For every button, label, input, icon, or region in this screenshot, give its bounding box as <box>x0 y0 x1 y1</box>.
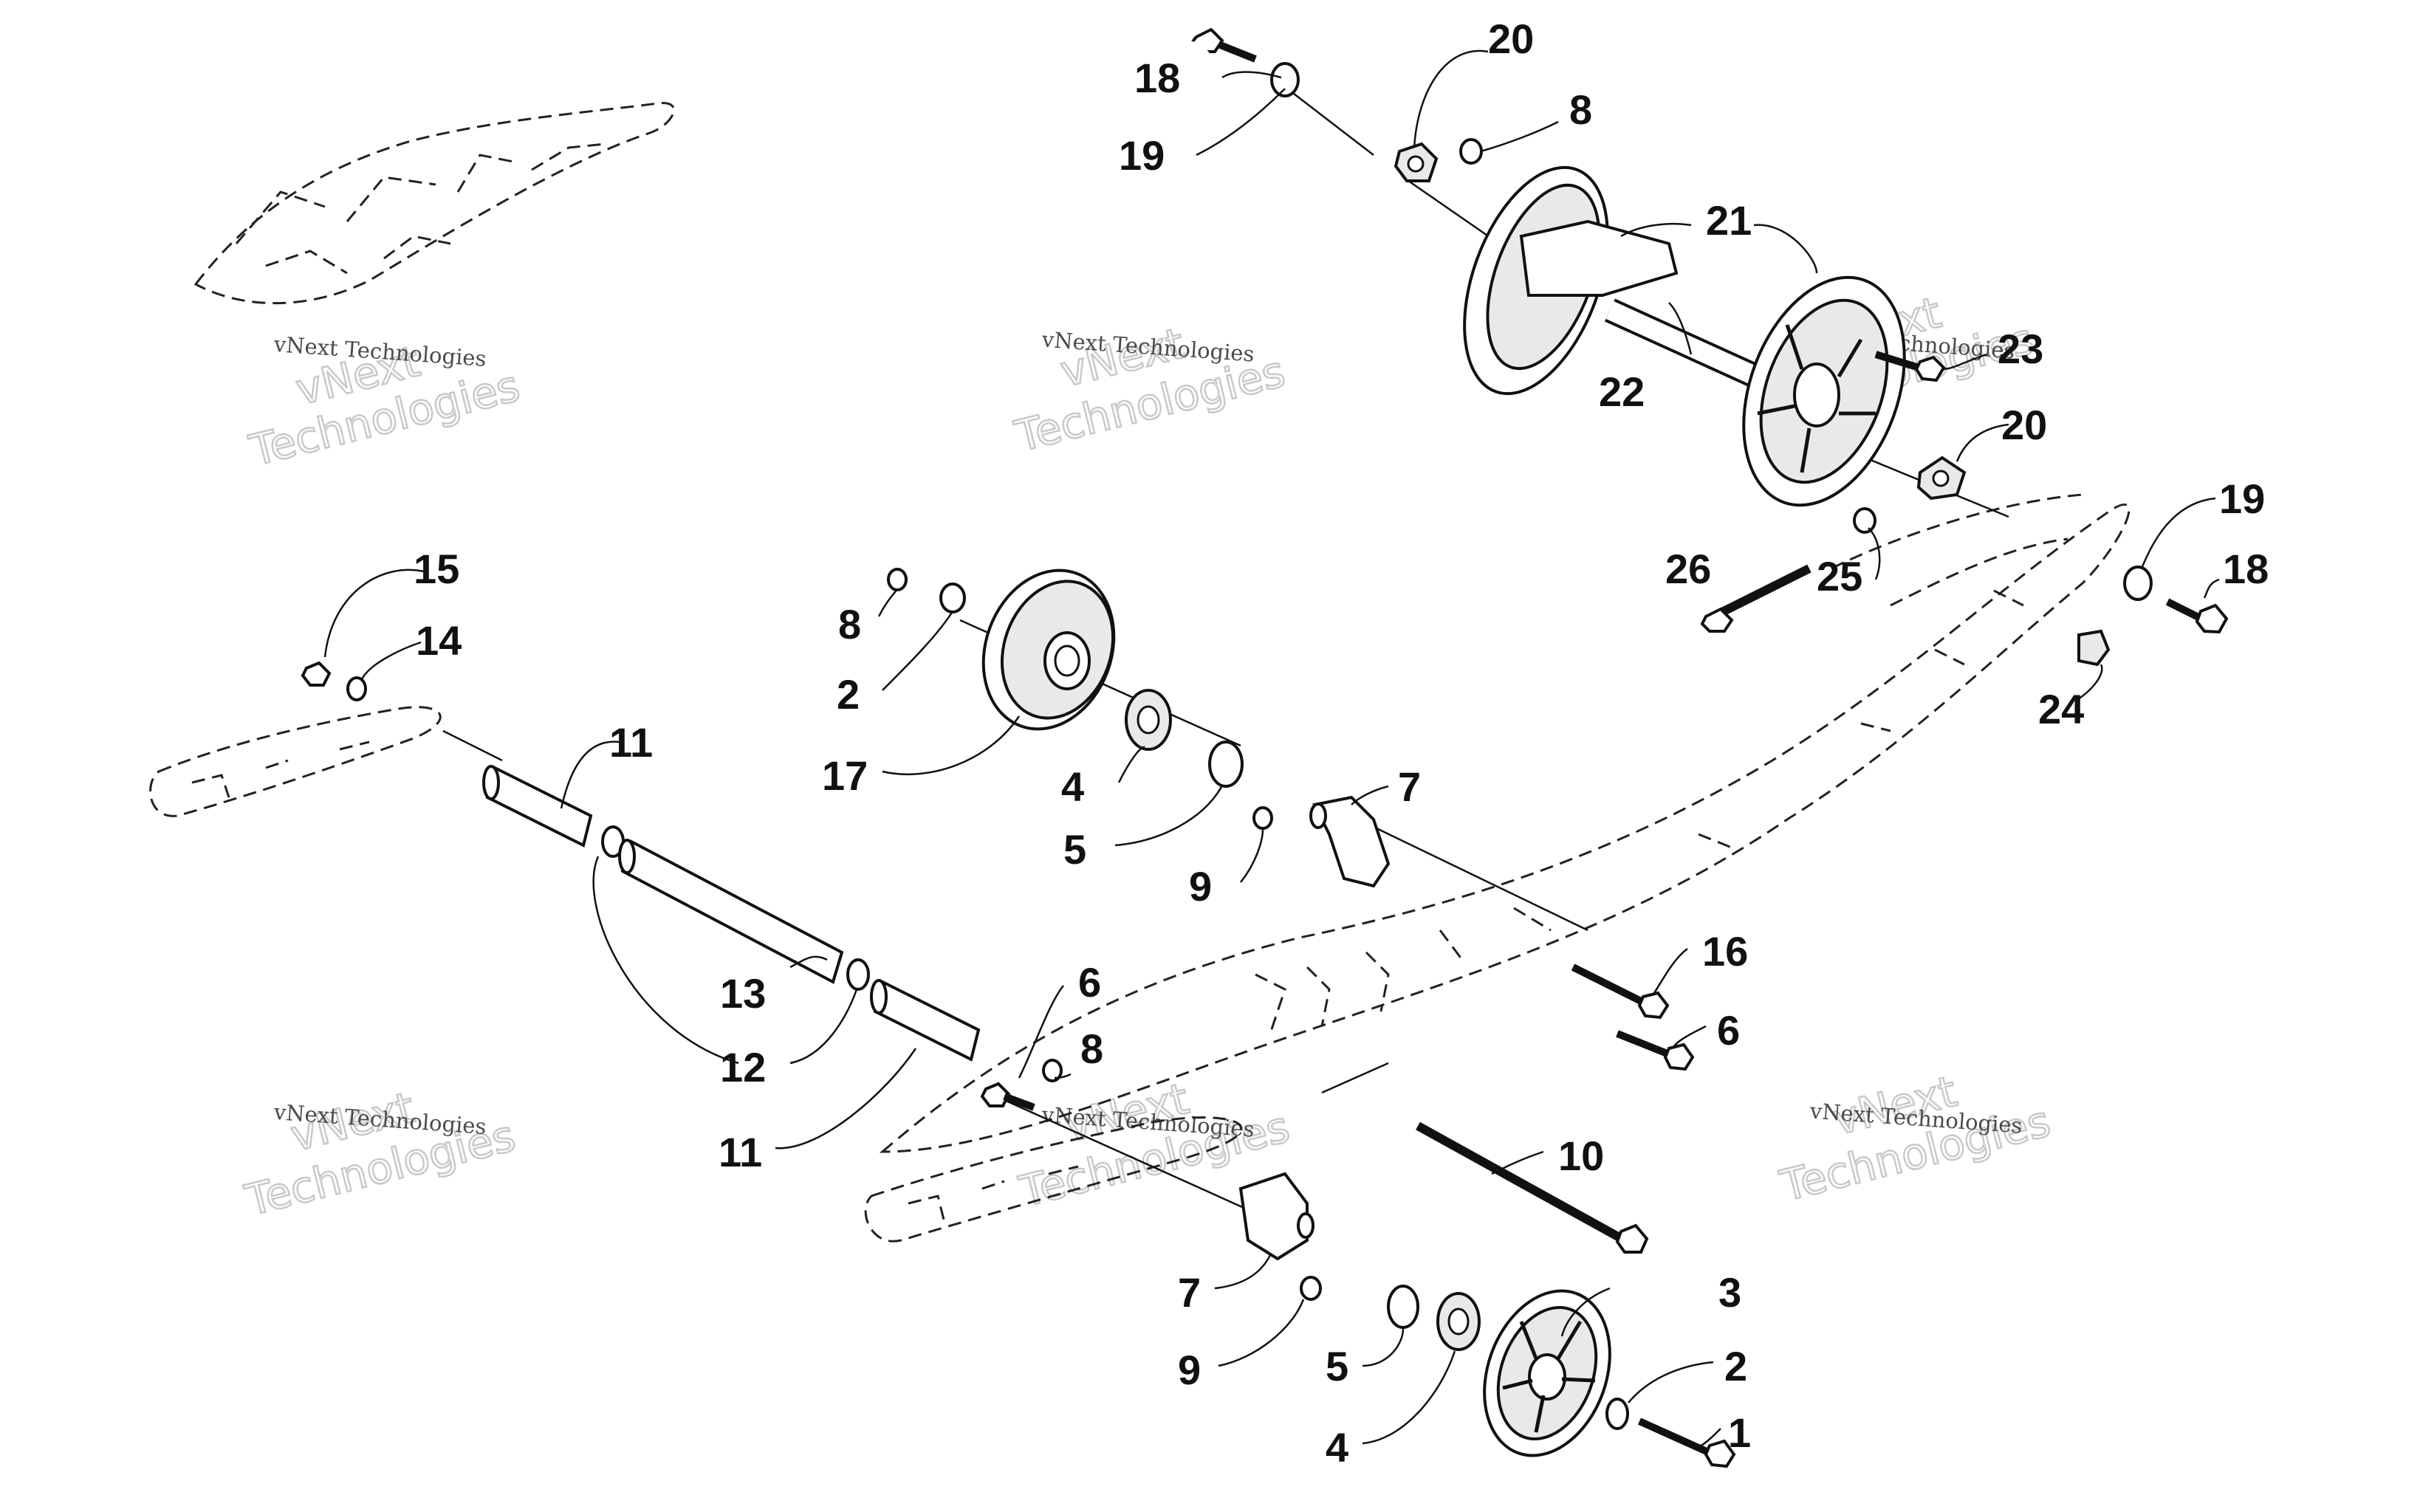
axle-bracket-part-7-middle <box>1309 795 1391 888</box>
axle-bracket-part-7-lower <box>1238 1172 1314 1261</box>
upper-left-rail-frame <box>193 102 675 305</box>
washer-part-2-lower <box>1605 1398 1629 1430</box>
callout-18-lower: 18 <box>2223 546 2269 592</box>
spacer-part-25 <box>1853 507 1876 534</box>
callout-9-lower: 9 <box>1178 1347 1201 1393</box>
callout-5-lower: 5 <box>1326 1343 1348 1389</box>
callout-4-middle: 4 <box>1061 763 1084 810</box>
axis-lines <box>442 80 2009 1234</box>
bearing-part-4-middle <box>1125 689 1172 751</box>
callout-18-upper: 18 <box>1134 39 1218 116</box>
snap-ring-part-5-middle <box>1208 740 1244 788</box>
lower-center-rail-frame <box>864 1116 1243 1243</box>
idler-wheel-part-17 <box>981 568 1116 731</box>
bolt-part-18-lower <box>2165 598 2229 634</box>
callout-8-lower: 8 <box>1080 1025 1103 1072</box>
leader-lines <box>323 49 2220 1449</box>
nut-part-24 <box>2077 629 2111 667</box>
callout-2-lower: 2 <box>1724 1343 1747 1389</box>
callout-20-upper: 20 <box>1488 16 1534 62</box>
callout-24: 24 <box>2038 686 2084 732</box>
bearing-housing-part-20-upper <box>1394 142 1439 182</box>
bolt-part-1 <box>1637 1418 1736 1468</box>
long-bolt-part-10 <box>1416 1121 1649 1254</box>
callout-21: 21 <box>1706 197 1752 244</box>
callout-13: 13 <box>720 970 766 1017</box>
bolt-part-26 <box>1700 564 1811 633</box>
callout-5-middle: 5 <box>1063 826 1086 873</box>
callout-20-lower: 20 <box>2001 402 2047 448</box>
callout-10: 10 <box>1558 1133 1604 1179</box>
callout-9-middle: 9 <box>1189 863 1212 910</box>
callout-1: 1 <box>1728 1409 1751 1456</box>
callout-4-lower: 4 <box>1326 1424 1348 1471</box>
spacer-tube-part-11-lower <box>870 979 981 1062</box>
nut-part-9-lower <box>1300 1276 1322 1301</box>
cross-tube-part-13 <box>618 839 844 984</box>
callout-11-lower: 11 <box>719 1129 762 1175</box>
callout-25: 25 <box>1817 553 1862 599</box>
main-rail-frame <box>879 493 2131 1153</box>
upper-left-nuts <box>301 661 367 701</box>
callout-26: 26 <box>1665 546 1711 592</box>
idler-wheel-part-3 <box>1483 1289 1611 1457</box>
axle-part-22 <box>1604 298 1778 396</box>
watermark-bottom-left: vNext Technologies vNext Technologies <box>239 1082 521 1227</box>
washer-part-19-lower <box>2123 566 2153 601</box>
bearing-housing-part-20-lower <box>1916 456 1967 501</box>
lower-left-rail-frame <box>149 706 442 817</box>
callout-11-upper: 11 <box>609 719 653 766</box>
nut-part-9-middle <box>1252 806 1273 830</box>
svg-text:18: 18 <box>1134 55 1180 101</box>
callout-7-middle: 7 <box>1398 763 1421 810</box>
callout-12: 12 <box>720 1044 766 1090</box>
callout-6-left: 6 <box>1078 959 1101 1006</box>
callout-15: 15 <box>414 546 459 592</box>
bolt-part-6-right <box>1616 1030 1695 1071</box>
washer-part-2-middle <box>939 583 966 614</box>
callout-2-middle: 2 <box>837 671 860 718</box>
bolt-part-23 <box>1874 351 1946 382</box>
washer-part-19-upper <box>1270 62 1300 97</box>
callout-19-upper: 19 <box>1119 132 1165 179</box>
watermark-bottom-right: vNext Technologies vNext Technologies <box>1775 1065 2056 1212</box>
bolt-part-16 <box>1571 963 1670 1020</box>
nut-part-8-middle <box>887 568 908 591</box>
ring-part-12-lower <box>846 958 870 991</box>
callout-16: 16 <box>1702 928 1748 975</box>
callout-23: 23 <box>1998 326 2043 372</box>
bolt-part-6-left <box>980 1082 1035 1111</box>
callout-8-middle: 8 <box>838 601 861 647</box>
callout-22: 22 <box>1599 368 1645 415</box>
callout-19-lower: 19 <box>2219 475 2265 522</box>
spacer-tube-part-11-upper <box>482 765 593 848</box>
nut-part-8-upper <box>1459 138 1483 165</box>
callout-3: 3 <box>1718 1269 1741 1316</box>
nut-part-8-lower <box>1042 1059 1063 1082</box>
callout-14: 14 <box>416 617 462 664</box>
idler-wheel-part-21-left <box>1463 165 1679 396</box>
watermark-top-left: vNext Technologies vNext Technologies <box>244 331 525 477</box>
watermark-top-center: vNext Technologies vNext Technologies <box>1009 317 1290 463</box>
callout-7-lower: 7 <box>1178 1269 1201 1316</box>
idler-wheel-part-21-right <box>1742 275 1906 507</box>
callout-17: 17 <box>822 752 868 799</box>
bearing-part-4-lower <box>1436 1292 1481 1351</box>
callout-8-upper: 8 <box>1569 86 1592 133</box>
snap-ring-part-5-lower <box>1387 1285 1419 1329</box>
callout-6-right: 6 <box>1717 1007 1740 1054</box>
